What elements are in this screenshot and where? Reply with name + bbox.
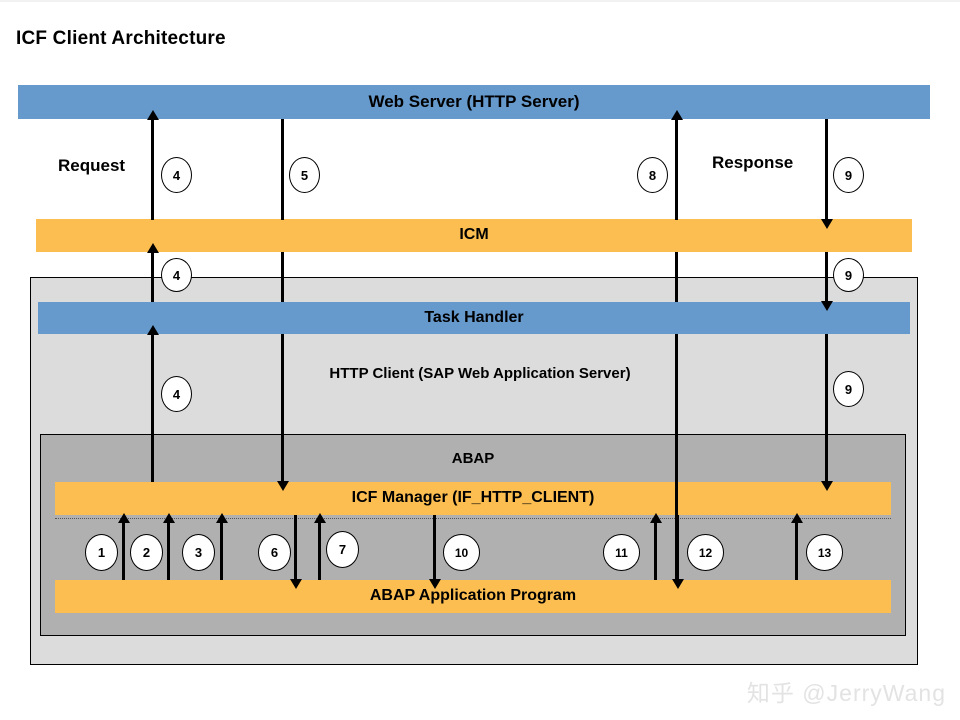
block-task-handler: Task Handler bbox=[38, 302, 910, 334]
arrowhead-down-icon bbox=[820, 301, 833, 311]
arrow-11 bbox=[649, 513, 662, 580]
watermark: 知乎 @JerryWang bbox=[746, 680, 946, 706]
step-circle-4-httpclient: 4 bbox=[161, 376, 192, 412]
arrow-10 bbox=[428, 515, 441, 589]
arrow-12 bbox=[671, 515, 684, 589]
arrowhead-up-icon bbox=[649, 513, 662, 523]
step-circle-4-icm: 4 bbox=[161, 258, 192, 292]
arrow-2 bbox=[162, 513, 175, 580]
step-circle-1: 1 bbox=[85, 534, 118, 571]
block-icm: ICM bbox=[36, 219, 912, 252]
block-web-server-label: Web Server (HTTP Server) bbox=[368, 92, 580, 112]
block-icf-manager: ICF Manager (IF_HTTP_CLIENT) bbox=[55, 482, 891, 515]
arrow-7 bbox=[313, 513, 326, 580]
arrowhead-up-icon bbox=[313, 513, 326, 523]
arrowhead-up-icon bbox=[146, 325, 159, 335]
step-circle-9-httpclient: 9 bbox=[833, 371, 864, 407]
step-circle-13: 13 bbox=[806, 534, 843, 571]
arrowhead-down-icon bbox=[289, 579, 302, 589]
arrow-3 bbox=[215, 513, 228, 580]
arrowhead-up-icon bbox=[670, 110, 683, 120]
block-abap-application-program: ABAP Application Program bbox=[55, 580, 891, 613]
step-circle-5: 5 bbox=[289, 157, 320, 193]
block-task-handler-label: Task Handler bbox=[424, 308, 524, 326]
container-abap-label: ABAP bbox=[451, 450, 495, 467]
line-5-icm bbox=[281, 252, 284, 302]
arrow-8-top bbox=[670, 110, 683, 220]
abap-inner-divider bbox=[55, 518, 891, 519]
step-circle-9-top: 9 bbox=[833, 157, 864, 193]
label-request: Request bbox=[58, 156, 126, 175]
container-http-client-label: HTTP Client (SAP Web Application Server) bbox=[329, 365, 631, 382]
step-circle-7: 7 bbox=[326, 531, 359, 568]
arrowhead-down-icon bbox=[671, 579, 684, 589]
arrow-9-icm bbox=[820, 252, 833, 311]
page-title: ICF Client Architecture bbox=[16, 28, 226, 49]
arrow-9-top bbox=[820, 119, 833, 229]
arrow-1 bbox=[117, 513, 130, 580]
block-icm-label: ICM bbox=[459, 226, 489, 244]
arrowhead-down-icon bbox=[820, 219, 833, 229]
arrowhead-down-icon bbox=[820, 481, 833, 491]
line-8-lower bbox=[675, 334, 678, 580]
step-circle-4-top: 4 bbox=[161, 157, 192, 193]
step-circle-12: 12 bbox=[687, 534, 724, 571]
line-5-top bbox=[281, 119, 284, 220]
arrowhead-up-icon bbox=[215, 513, 228, 523]
arrowhead-down-icon bbox=[428, 579, 441, 589]
arrowhead-up-icon bbox=[117, 513, 130, 523]
step-circle-2: 2 bbox=[130, 534, 163, 571]
arrow-13 bbox=[790, 513, 803, 580]
arrowhead-up-icon bbox=[146, 110, 159, 120]
step-circle-3: 3 bbox=[182, 534, 215, 571]
arrow-4-top bbox=[146, 110, 159, 220]
block-icf-manager-label: ICF Manager (IF_HTTP_CLIENT) bbox=[351, 489, 595, 507]
arrow-9-httpclient bbox=[820, 334, 833, 491]
label-response: Response bbox=[712, 153, 794, 172]
arrowhead-down-icon bbox=[276, 481, 289, 491]
step-circle-8: 8 bbox=[637, 157, 668, 193]
arrow-6 bbox=[289, 515, 302, 589]
step-circle-6: 6 bbox=[258, 534, 291, 571]
arrow-4-icm bbox=[146, 243, 159, 302]
arrowhead-up-icon bbox=[790, 513, 803, 523]
page-top-edge bbox=[0, 0, 960, 2]
arrowhead-up-icon bbox=[162, 513, 175, 523]
step-circle-10: 10 bbox=[443, 534, 480, 571]
line-8-icm bbox=[675, 252, 678, 302]
arrow-5-to-icf-manager bbox=[276, 334, 289, 491]
arrow-4-httpclient bbox=[146, 325, 159, 482]
step-circle-9-icm: 9 bbox=[833, 258, 864, 292]
step-circle-11: 11 bbox=[603, 534, 640, 571]
block-abap-app-label: ABAP Application Program bbox=[369, 587, 577, 605]
block-web-server: Web Server (HTTP Server) bbox=[18, 85, 930, 119]
arrowhead-up-icon bbox=[146, 243, 159, 253]
